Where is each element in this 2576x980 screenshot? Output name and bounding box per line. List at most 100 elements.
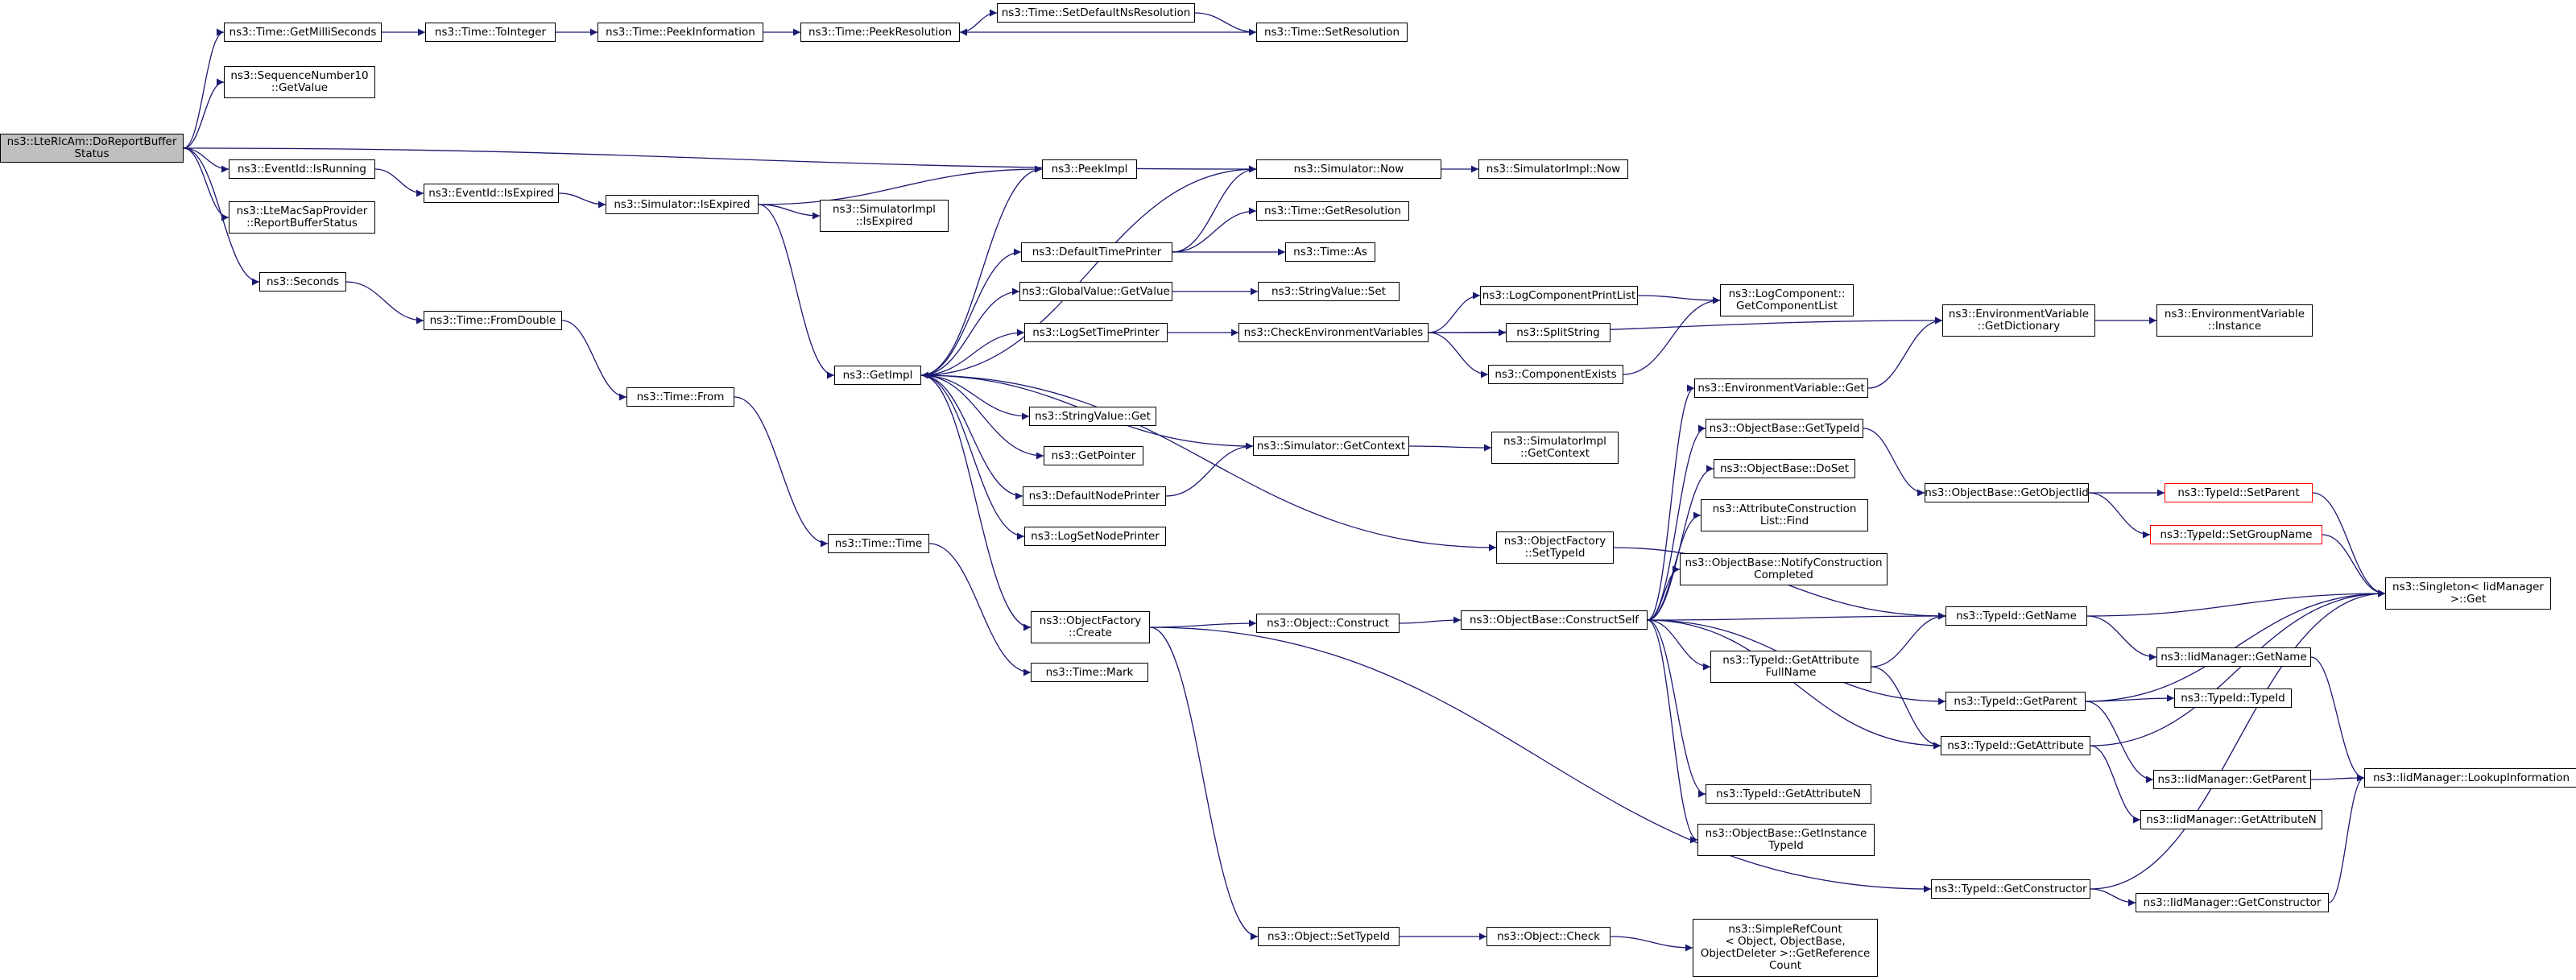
node-objconstruct[interactable]: ns3::Object::Construct xyxy=(1256,614,1400,633)
node-simisexp[interactable]: ns3::Simulator::IsExpired xyxy=(606,195,759,214)
node-fromdouble[interactable]: ns3::Time::FromDouble xyxy=(424,311,562,330)
node-simnow[interactable]: ns3::Simulator::Now xyxy=(1256,159,1441,179)
node-label: ns3::LogComponentPrintList xyxy=(1482,288,1636,302)
node-setres[interactable]: ns3::Time::SetResolution xyxy=(1256,23,1408,42)
node-iidgetattrn[interactable]: ns3::IidManager::GetAttributeN xyxy=(2140,810,2322,829)
node-label: ns3::Simulator::IsExpired xyxy=(614,197,750,211)
edge-getimpl-to-getpointer xyxy=(920,374,1044,460)
node-seq[interactable]: ns3::SequenceNumber10 ::GetValue xyxy=(224,66,375,98)
edge-typegetname-to-iidgetname xyxy=(2086,615,2157,661)
node-label: ns3::Time::FromDouble xyxy=(429,313,556,327)
node-splitstring[interactable]: ns3::SplitString xyxy=(1506,323,1611,342)
node-iidgetctor[interactable]: ns3::IidManager::GetConstructor xyxy=(2136,893,2329,912)
node-objsettype[interactable]: ns3::Object::SetTypeId xyxy=(1258,927,1400,946)
node-label: ns3::ObjectBase::DoSet xyxy=(1719,461,1850,475)
node-typetypeid[interactable]: ns3::TypeId::TypeId xyxy=(2174,688,2292,708)
node-typegetparent[interactable]: ns3::TypeId::GetParent xyxy=(1945,692,2086,711)
edge-constructself-to-typegetattr xyxy=(1647,619,1941,750)
node-envgetdict[interactable]: ns3::EnvironmentVariable ::GetDictionary xyxy=(1942,304,2095,337)
node-peekimpl[interactable]: ns3::PeekImpl xyxy=(1042,159,1137,179)
node-singletonget[interactable]: ns3::Singleton< IidManager >::Get xyxy=(2385,577,2551,610)
node-iidgetname[interactable]: ns3::IidManager::GetName xyxy=(2156,647,2311,667)
node-logcompprint[interactable]: ns3::LogComponentPrintList xyxy=(1480,286,1638,305)
node-peekinfo[interactable]: ns3::Time::PeekInformation xyxy=(597,23,763,42)
node-objbasegettype[interactable]: ns3::ObjectBase::GetTypeId xyxy=(1706,419,1863,438)
node-strget[interactable]: ns3::StringValue::Get xyxy=(1029,407,1156,426)
node-setgroupname[interactable]: ns3::TypeId::SetGroupName xyxy=(2150,525,2322,544)
node-envget[interactable]: ns3::EnvironmentVariable::Get xyxy=(1694,378,1868,398)
node-getattrfull[interactable]: ns3::TypeId::GetAttribute FullName xyxy=(1710,651,1871,683)
node-label: ns3::Object::Check xyxy=(1497,929,1600,943)
node-simimplnow[interactable]: ns3::SimulatorImpl::Now xyxy=(1478,159,1628,179)
node-label: ns3::GlobalValue::GetValue xyxy=(1022,284,1170,298)
node-typegetname[interactable]: ns3::TypeId::GetName xyxy=(1945,606,2087,626)
edge-getimpl-to-strget xyxy=(920,374,1030,420)
node-iidgetparent[interactable]: ns3::IidManager::GetParent xyxy=(2153,770,2311,789)
node-simimplgetctx[interactable]: ns3::SimulatorImpl ::GetContext xyxy=(1491,432,1619,464)
node-checkenv[interactable]: ns3::CheckEnvironmentVariables xyxy=(1238,323,1429,342)
node-label: ns3::TypeId::SetGroupName xyxy=(2160,527,2313,541)
node-label: ns3::LogSetNodePrinter xyxy=(1031,529,1160,543)
node-isexp[interactable]: ns3::EventId::IsExpired xyxy=(424,184,559,203)
node-typegetattr[interactable]: ns3::TypeId::GetAttribute xyxy=(1941,736,2090,755)
node-getpointer[interactable]: ns3::GetPointer xyxy=(1044,446,1143,465)
node-timeas[interactable]: ns3::Time::As xyxy=(1285,242,1375,262)
node-typegetattrn[interactable]: ns3::TypeId::GetAttributeN xyxy=(1706,784,1871,804)
edge-from-to-timetime xyxy=(734,396,829,548)
node-objbasedoset[interactable]: ns3::ObjectBase::DoSet xyxy=(1714,459,1855,478)
edge-simisexp-to-getimpl xyxy=(758,204,835,379)
node-iidlookup[interactable]: ns3::IidManager::LookupInformation xyxy=(2364,768,2576,788)
node-deftimeprinter[interactable]: ns3::DefaultTimePrinter xyxy=(1021,242,1172,262)
node-objfactcreate[interactable]: ns3::ObjectFactory ::Create xyxy=(1031,611,1150,643)
edge-getimpl-to-deftimeprinter xyxy=(920,248,1022,376)
edge-isrun-to-isexp xyxy=(374,168,424,197)
node-objbasegetobjtid[interactable]: ns3::ObjectBase::GetObjectIid xyxy=(1925,483,2089,502)
node-from[interactable]: ns3::Time::From xyxy=(626,387,734,407)
node-label: ns3::IidManager::GetConstructor xyxy=(2143,895,2322,909)
node-getresolution[interactable]: ns3::Time::GetResolution xyxy=(1256,201,1409,221)
node-toint[interactable]: ns3::Time::ToInteger xyxy=(425,23,556,42)
edge-simisexp-to-simimplisexp xyxy=(758,204,821,220)
node-strset[interactable]: ns3::StringValue::Set xyxy=(1258,282,1400,301)
node-notifyconst[interactable]: ns3::ObjectBase::NotifyConstruction Comp… xyxy=(1680,553,1888,585)
node-defnodeprinter[interactable]: ns3::DefaultNodePrinter xyxy=(1023,486,1166,506)
edge-getimpl-to-objfactcreate xyxy=(920,374,1032,631)
node-label: ns3::GetPointer xyxy=(1051,449,1136,462)
node-logsettime[interactable]: ns3::LogSetTimePrinter xyxy=(1024,323,1168,342)
edge-fromdouble-to-from xyxy=(561,320,627,401)
node-attrconstfind[interactable]: ns3::AttributeConstruction List::Find xyxy=(1701,499,1868,531)
node-macsap[interactable]: ns3::LteMacSapProvider ::ReportBufferSta… xyxy=(229,201,375,234)
node-envinstance[interactable]: ns3::EnvironmentVariable ::Instance xyxy=(2156,304,2313,337)
edge-typegetctor-to-singletonget xyxy=(2090,589,2386,890)
node-root: ns3::LteRlcAm::DoReportBuffer Status xyxy=(0,134,184,163)
node-seconds[interactable]: ns3::Seconds xyxy=(259,272,346,292)
node-setdefres[interactable]: ns3::Time::SetDefaultNsResolution xyxy=(997,3,1195,23)
edge-constructself-to-notifyconst xyxy=(1647,565,1681,621)
edge-getimpl-to-simnow xyxy=(920,165,1257,376)
node-typegetctor[interactable]: ns3::TypeId::GetConstructor xyxy=(1931,879,2090,899)
node-timetime[interactable]: ns3::Time::Time xyxy=(828,534,929,553)
node-refcount[interactable]: ns3::SimpleRefCount < Object, ObjectBase… xyxy=(1693,919,1878,977)
node-simgetctx[interactable]: ns3::Simulator::GetContext xyxy=(1253,436,1409,456)
node-label: ns3::ObjectBase::ConstructSelf xyxy=(1470,613,1639,626)
node-millis[interactable]: ns3::Time::GetMilliSeconds xyxy=(224,23,382,42)
node-objcheck[interactable]: ns3::Object::Check xyxy=(1486,927,1611,946)
node-constructself[interactable]: ns3::ObjectBase::ConstructSelf xyxy=(1461,610,1648,630)
node-timemark[interactable]: ns3::Time::Mark xyxy=(1031,663,1148,682)
node-isrun[interactable]: ns3::EventId::IsRunning xyxy=(229,159,375,179)
node-gvgetvalue[interactable]: ns3::GlobalValue::GetValue xyxy=(1019,282,1172,301)
node-objfactsettype[interactable]: ns3::ObjectFactory ::SetTypeId xyxy=(1496,531,1614,564)
node-simimplisexp[interactable]: ns3::SimulatorImpl ::IsExpired xyxy=(820,200,949,232)
node-getcomplist[interactable]: ns3::LogComponent:: GetComponentList xyxy=(1720,284,1854,316)
edge-iidgetparent-to-iidlookup xyxy=(2310,774,2365,782)
node-label: ns3::IidManager::LookupInformation xyxy=(2372,771,2570,784)
node-compexists[interactable]: ns3::ComponentExists xyxy=(1488,365,1623,384)
node-getimpl[interactable]: ns3::GetImpl xyxy=(834,366,921,385)
edge-objcheck-to-refcount xyxy=(1610,936,1693,952)
node-label: ns3::LogSetTimePrinter xyxy=(1032,325,1160,339)
node-logsetnode[interactable]: ns3::LogSetNodePrinter xyxy=(1024,527,1166,546)
node-settypeparent[interactable]: ns3::TypeId::SetParent xyxy=(2165,483,2313,502)
node-getinsttype[interactable]: ns3::ObjectBase::GetInstance TypeId xyxy=(1697,824,1875,856)
node-peekres[interactable]: ns3::Time::PeekResolution xyxy=(800,23,960,42)
edge-getimpl-to-gvgetvalue xyxy=(920,287,1020,376)
